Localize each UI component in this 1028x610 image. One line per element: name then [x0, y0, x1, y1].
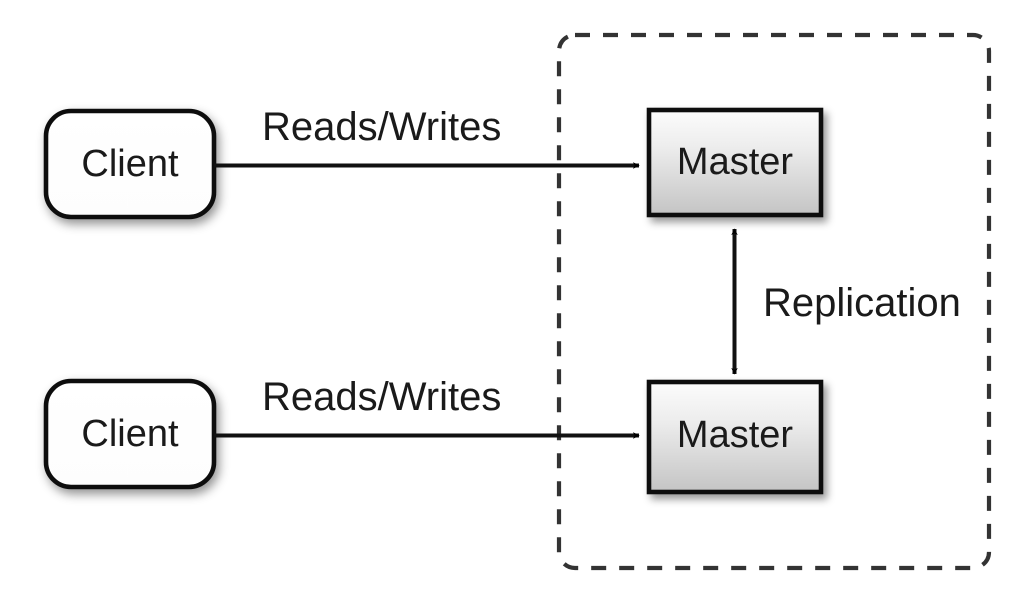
edge-label-replication: Replication [763, 281, 961, 325]
edge-replication: Replication [731, 228, 961, 375]
client-top-label: Client [81, 143, 179, 185]
edge-label-reads-writes-top: Reads/Writes [262, 105, 501, 149]
edge-label-reads-writes-bottom: Reads/Writes [262, 375, 501, 419]
node-master-bottom[interactable]: Master [646, 379, 824, 495]
node-client-bottom[interactable]: Client [43, 378, 217, 490]
master-bottom-box[interactable] [646, 379, 824, 495]
replication-cluster-boundary [556, 32, 992, 571]
cluster-dashed-outline [556, 32, 992, 571]
node-client-top[interactable]: Client [43, 108, 217, 220]
master-top-label: Master [677, 141, 793, 183]
node-master-top[interactable]: Master [646, 107, 824, 218]
master-top-box[interactable] [646, 107, 824, 218]
client-bottom-label: Client [81, 413, 179, 455]
master-bottom-label: Master [677, 414, 793, 456]
